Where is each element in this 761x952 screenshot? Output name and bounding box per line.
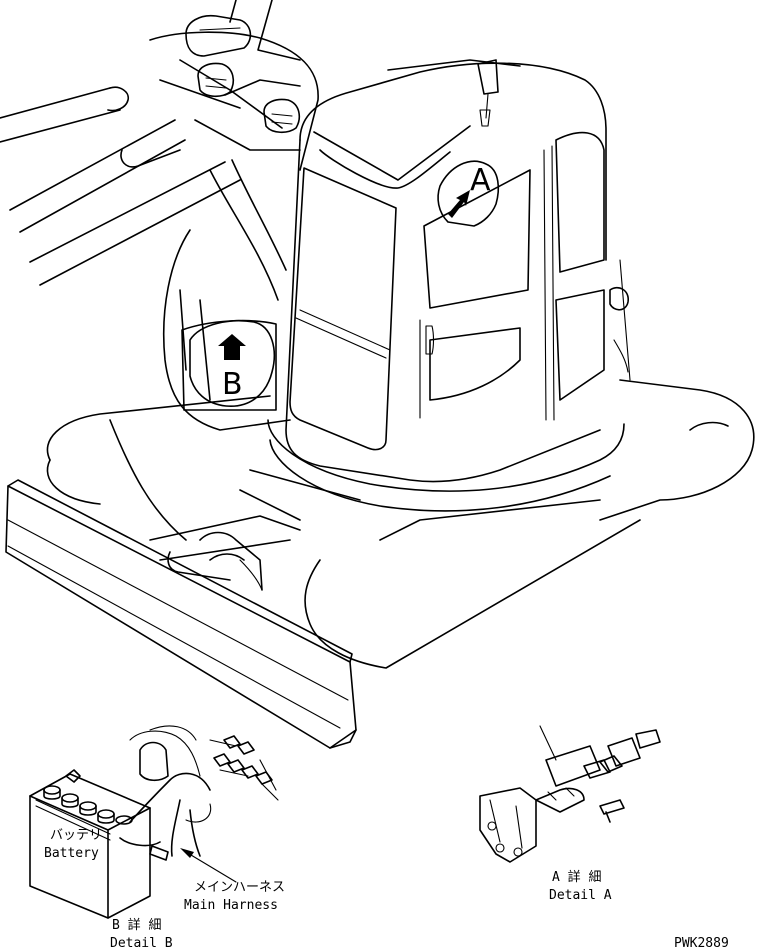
- callout-a-marker: [437, 160, 500, 227]
- callout-b-marker: [189, 320, 276, 407]
- detail-a-label-jp: A 詳 細: [552, 870, 602, 885]
- callout-a-label: A: [470, 163, 491, 198]
- dozer-blade: [5, 479, 357, 749]
- tracks: [46, 379, 755, 669]
- callout-b-label: B: [222, 367, 243, 402]
- detail-b-label-en: Detail B: [110, 936, 173, 951]
- undercarriage: [149, 515, 301, 591]
- battery-label-en: Battery: [44, 846, 99, 861]
- main-harness-label-en: Main Harness: [184, 898, 278, 913]
- detail-b-label-jp: B 詳 細: [112, 918, 162, 933]
- battery-terminals: [43, 769, 133, 825]
- excavator-illustration: [0, 0, 755, 749]
- detail-a-label-en: Detail A: [549, 888, 612, 903]
- cab: [285, 59, 631, 483]
- detail-b-battery-illustration: [29, 725, 279, 919]
- main-harness-wiring: [119, 725, 279, 861]
- boom: [0, 31, 319, 301]
- main-harness-label-jp: メインハーネス: [194, 880, 286, 895]
- detail-a-bracket-illustration: [479, 725, 661, 863]
- swing-deck: [267, 419, 625, 512]
- boom-work-lights: [185, 0, 301, 134]
- battery-label-jp: バッテリ: [50, 828, 103, 843]
- harness-connectors: [213, 735, 273, 785]
- drawing-code: PWK2889: [674, 936, 729, 951]
- harness-leader-arrow: [180, 848, 237, 883]
